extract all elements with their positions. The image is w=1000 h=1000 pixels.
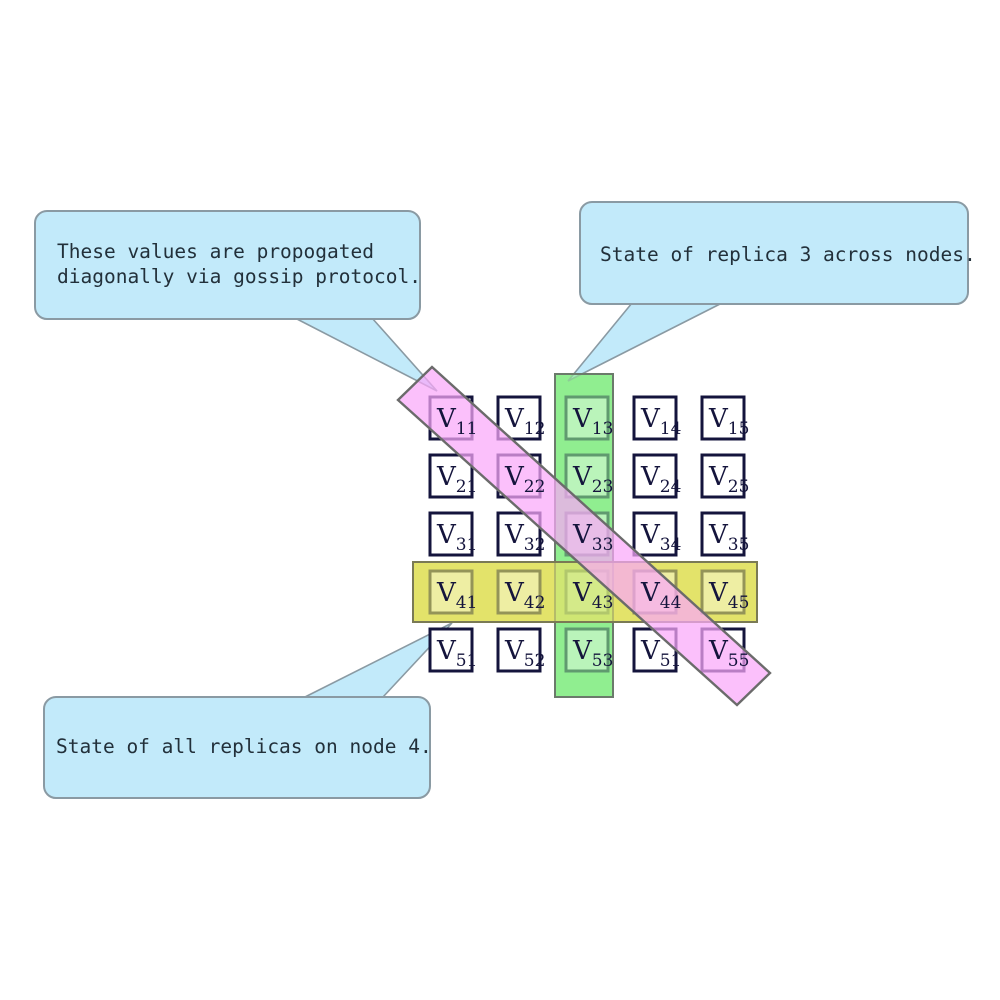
callout-node-4: State of all replicas on node 4.: [43, 696, 432, 799]
cell-label-v34: V34: [640, 520, 681, 555]
grid-cell-v34[interactable]: [632, 511, 678, 557]
grid-cell-v51[interactable]: [632, 627, 678, 673]
cell-label-v51: V51: [640, 636, 681, 671]
cell-label-v32: V32: [504, 520, 545, 555]
cell-label-v13: V13: [572, 404, 613, 439]
cell-label-v41: V41: [436, 578, 477, 613]
cell-label-v14: V14: [640, 404, 681, 439]
grid-cell-v52[interactable]: [496, 627, 542, 673]
cell-label-v22: V22: [504, 462, 545, 497]
cell-label-v55: V55: [708, 636, 749, 671]
grid-cell-v35[interactable]: [700, 511, 746, 557]
callout-gossip-tail: [294, 317, 438, 392]
grid-cell-v14[interactable]: [632, 395, 678, 441]
cell-label-v53: V53: [572, 636, 613, 671]
cell-label-v52: V52: [504, 636, 545, 671]
cell-label-v44: V44: [640, 578, 681, 613]
highlight-bands-overlay: [396, 365, 772, 707]
cell-label-v21: V21: [436, 462, 477, 497]
cell-label-v24: V24: [640, 462, 681, 497]
callout-replica-3-text: State of replica 3 across nodes.: [600, 243, 976, 266]
grid-cell-v21[interactable]: [428, 453, 474, 499]
callout-gossip-box: [34, 210, 421, 320]
cell-label-v45: V45: [708, 578, 749, 613]
callout-replica-3: State of replica 3 across nodes.: [579, 201, 976, 305]
cell-label-v35: V35: [708, 520, 749, 555]
cell-label-v25: V25: [708, 462, 749, 497]
grid-cell-v31[interactable]: [428, 511, 474, 557]
callout-replica-3-tail: [567, 302, 723, 382]
callout-replica-3-box: [579, 201, 969, 305]
callout-node-4-text: State of all replicas on node 4.: [56, 735, 432, 758]
grid-cell-v12[interactable]: [496, 395, 542, 441]
cell-label-v42: V42: [504, 578, 545, 613]
cell-label-v12: V12: [504, 404, 545, 439]
grid-cell-v24[interactable]: [632, 453, 678, 499]
callout-node-4-box: [43, 696, 431, 799]
grid-cell-v51[interactable]: [428, 627, 474, 673]
cell-label-v23: V23: [572, 462, 613, 497]
cell-label-v15: V15: [708, 404, 749, 439]
cell-label-v33: V33: [572, 520, 613, 555]
grid-cell-v15[interactable]: [700, 395, 746, 441]
cell-label-v31: V31: [436, 520, 477, 555]
cell-label-v11: V11: [436, 404, 477, 439]
grid-cell-v25[interactable]: [700, 453, 746, 499]
gossip-diagonal-band: [396, 365, 772, 707]
cell-label-v51: V51: [436, 636, 477, 671]
cell-label-v43: V43: [572, 578, 613, 613]
